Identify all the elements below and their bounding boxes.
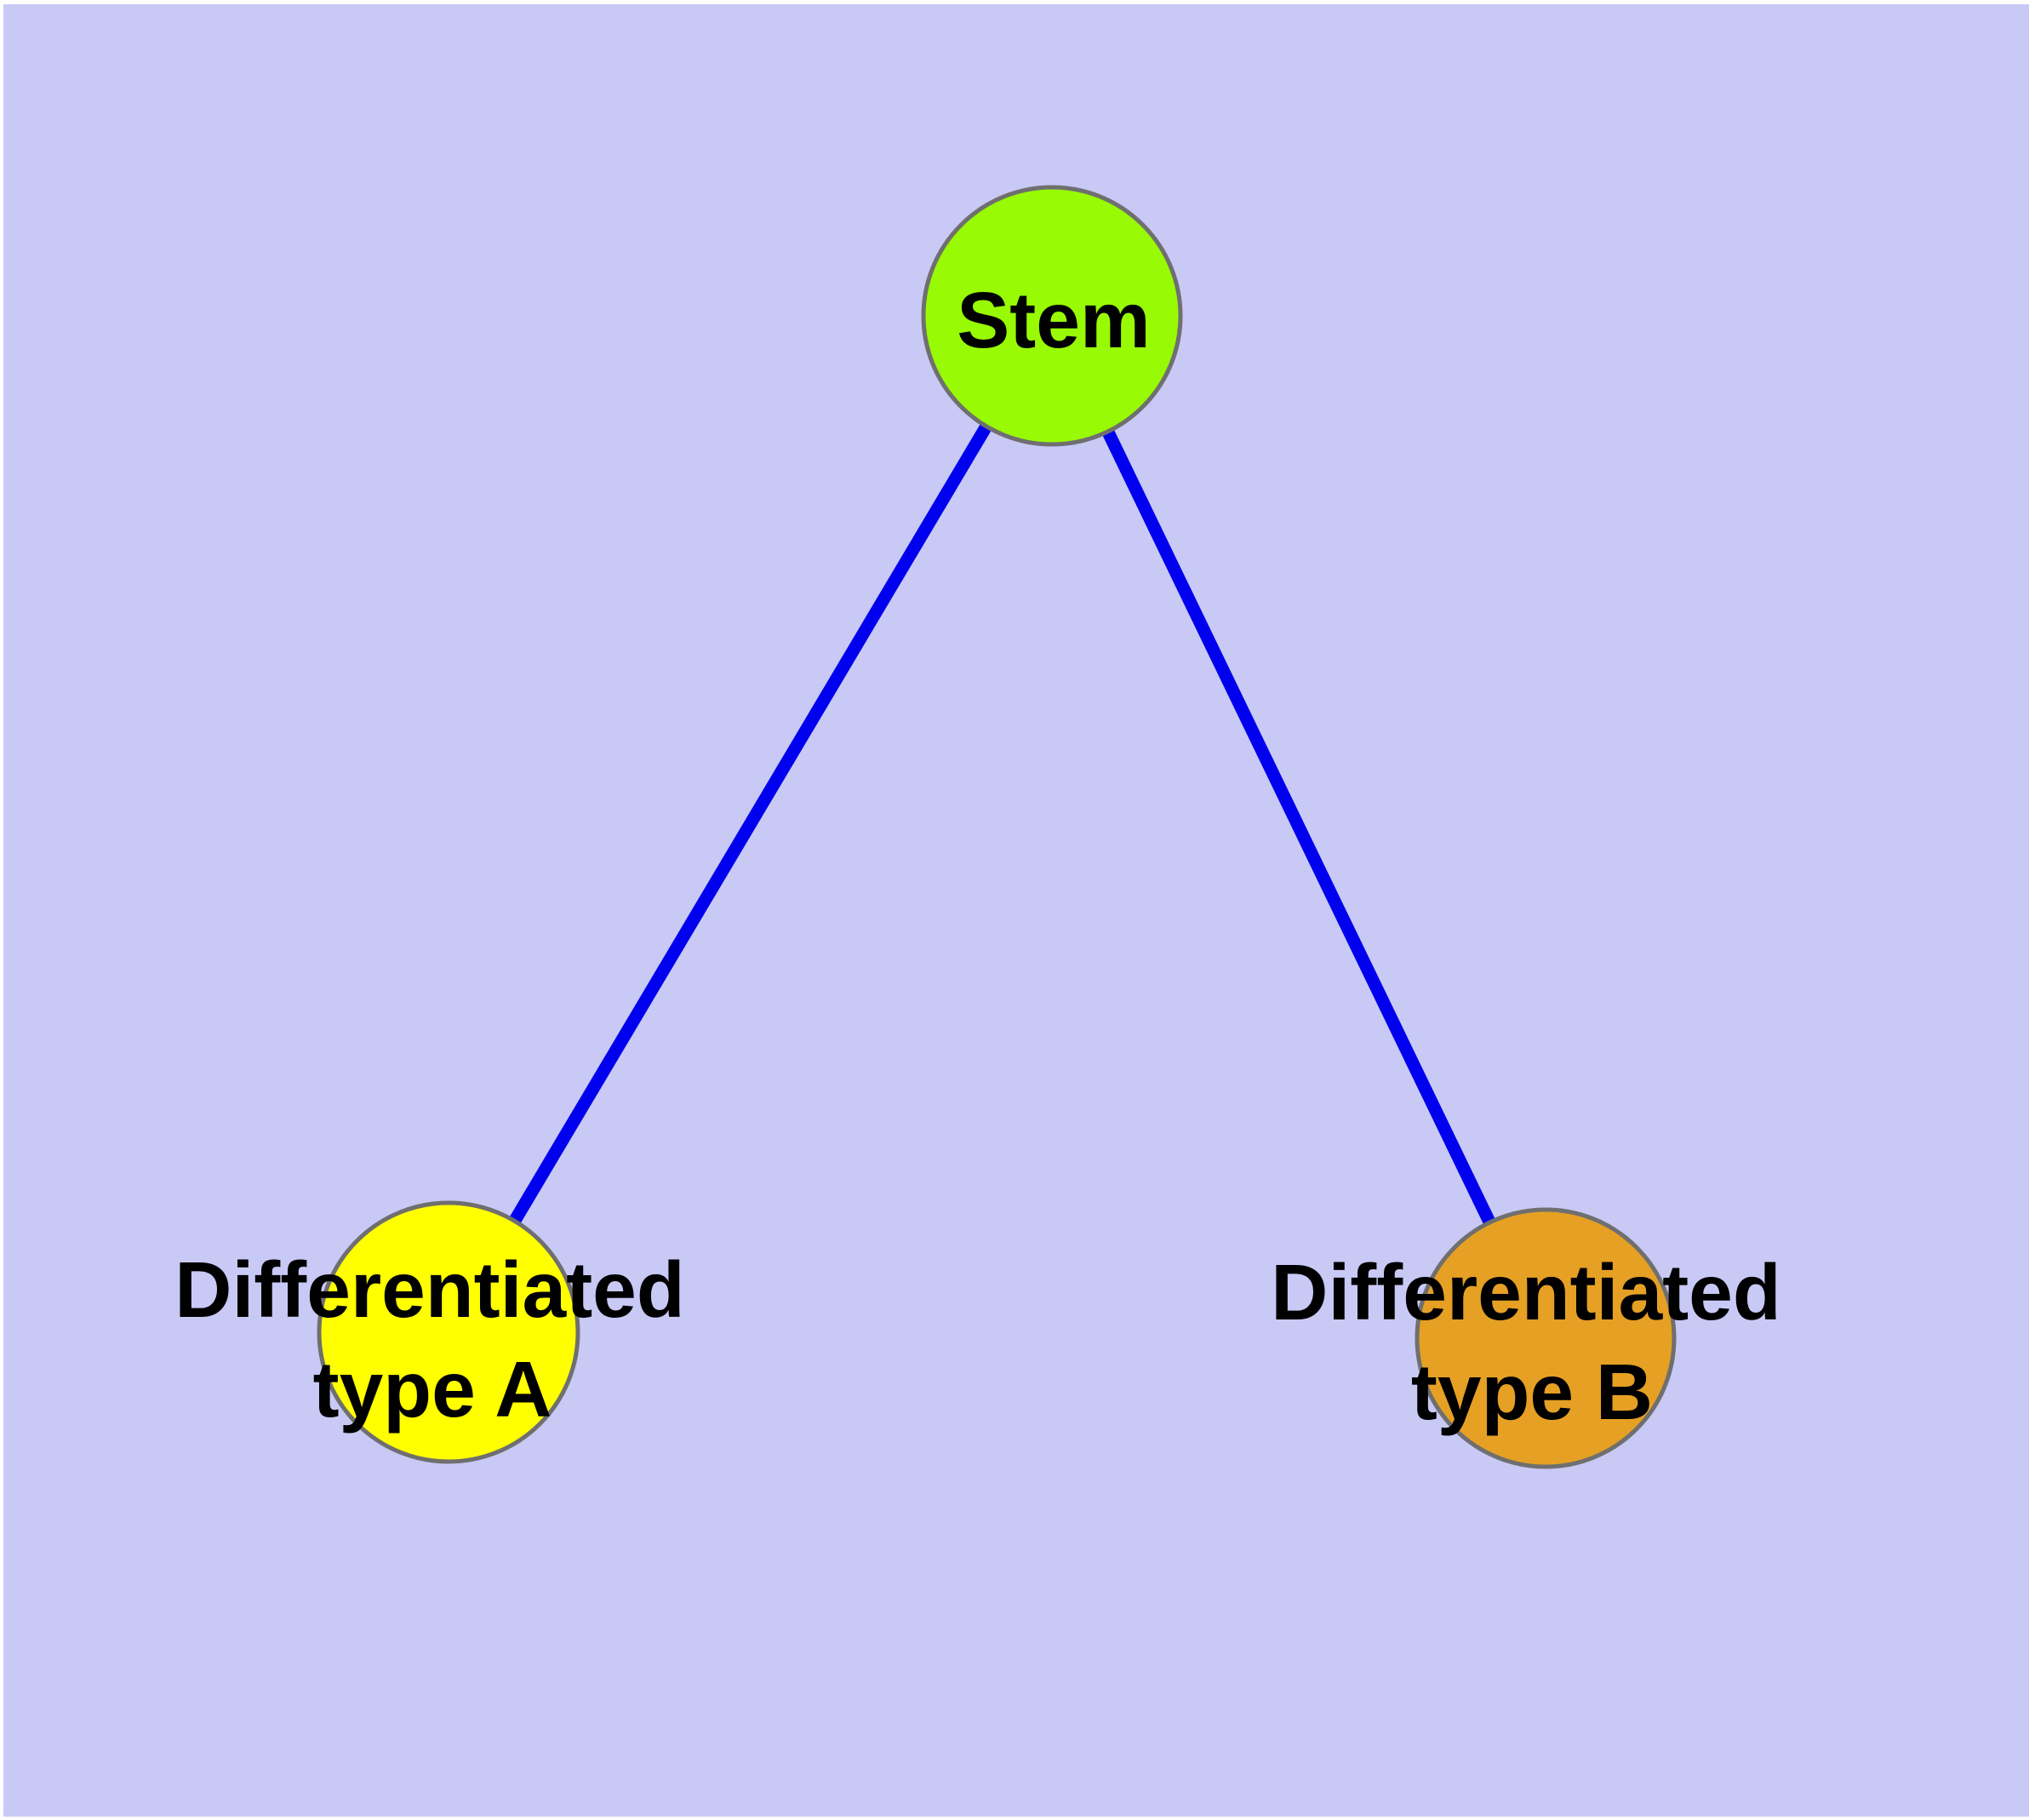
edges-layer — [443, 312, 1552, 1342]
node-type-a-label-line1: Differentiated — [174, 1245, 684, 1334]
node-type-b-label-line1: Differentiated — [1271, 1248, 1780, 1336]
node-stem-label: Stem — [957, 276, 1150, 364]
edge-stem-to-type-b — [1046, 312, 1552, 1342]
edge-stem-to-type-a — [443, 312, 1058, 1336]
labels-layer: Stem Differentiated type A Differentiate… — [174, 276, 1780, 1436]
node-type-b-label-line2: type B — [1411, 1348, 1653, 1436]
node-differentiated-type-a — [317, 1200, 580, 1464]
node-type-a-label-line2: type A — [313, 1345, 552, 1434]
nodes-layer — [317, 185, 1677, 1469]
node-stem — [921, 185, 1183, 447]
node-differentiated-type-b — [1415, 1207, 1677, 1469]
